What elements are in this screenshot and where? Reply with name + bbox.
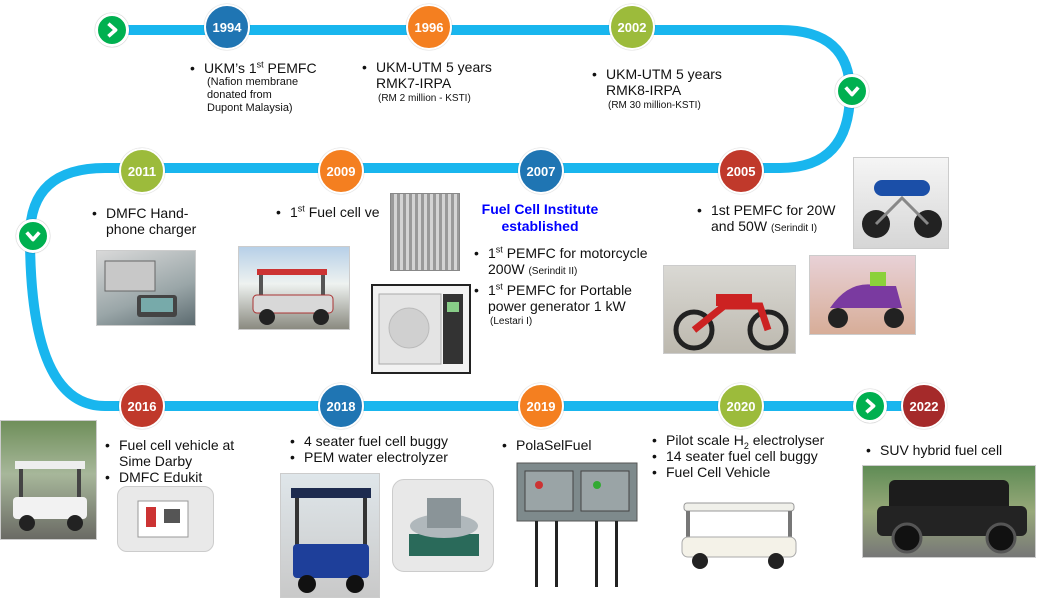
- year-2011: 2011: [119, 148, 165, 194]
- entry-2018: 4 seater fuel cell buggy PEM water elect…: [290, 433, 490, 465]
- entry-2019: PolaSelFuel: [502, 437, 622, 453]
- entry-2016: Fuel cell vehicle at Sime Darby DMFC Edu…: [105, 437, 275, 485]
- photo-polaselfuel: [515, 461, 639, 589]
- photo-14-seater-buggy: [676, 489, 802, 573]
- photo-scooter-serindit-i: [809, 255, 916, 335]
- left-down-arrow-icon: [16, 219, 50, 253]
- entry-2009: 1st Fuel cell ve: [276, 204, 396, 220]
- entry-1996: UKM-UTM 5 years RMK7-IRPA (RM 2 million …: [362, 59, 542, 107]
- year-2016: 2016: [119, 383, 165, 429]
- photo-fuel-cell-vehicle-2009: [238, 246, 350, 330]
- year-2022: 2022: [901, 383, 947, 429]
- entry-2020: Pilot scale H2 electrolyser 14 seater fu…: [652, 432, 862, 480]
- photo-portable-generator: [371, 284, 471, 374]
- photo-motorcycle-serindit-ii: [663, 265, 796, 354]
- entry-2005: 1st PEMFC for 20W and 50W (Serindit I): [697, 202, 867, 237]
- photo-pem-electrolyzer: [392, 479, 494, 572]
- year-2002: 2002: [609, 4, 655, 50]
- entry-2011: DMFC Hand- phone charger: [92, 205, 232, 237]
- year-1996: 1996: [406, 4, 452, 50]
- year-2007: 2007: [518, 148, 564, 194]
- start-arrow-icon: [95, 13, 129, 47]
- entry-2002: UKM-UTM 5 years RMK8-IRPA (RM 30 million…: [592, 66, 772, 114]
- year-1994: 1994: [204, 4, 250, 50]
- entry-2007: 1st PEMFC for motorcycle 200W (Serindit …: [474, 245, 674, 330]
- entry-1994: UKM’s 1st PEMFC (Nafion membranedonated …: [190, 60, 360, 115]
- end-arrow-icon: [853, 389, 887, 423]
- turn-down-arrow-icon: [835, 74, 869, 108]
- year-2009: 2009: [318, 148, 364, 194]
- photo-sime-darby-vehicle: [0, 420, 97, 540]
- year-2018: 2018: [318, 383, 364, 429]
- photo-4-seater-buggy: [280, 473, 380, 598]
- photo-dmfc-edukit: [117, 486, 214, 552]
- year-2019: 2019: [518, 383, 564, 429]
- year-2020: 2020: [718, 383, 764, 429]
- photo-pemfc-stack: [390, 193, 460, 271]
- photo-fuel-cell-trike: [853, 157, 949, 249]
- photo-dmfc-charger: [96, 250, 196, 326]
- photo-suv-hybrid: [862, 465, 1036, 558]
- entry-2022: SUV hybrid fuel cell: [866, 442, 1036, 458]
- year-2005: 2005: [718, 148, 764, 194]
